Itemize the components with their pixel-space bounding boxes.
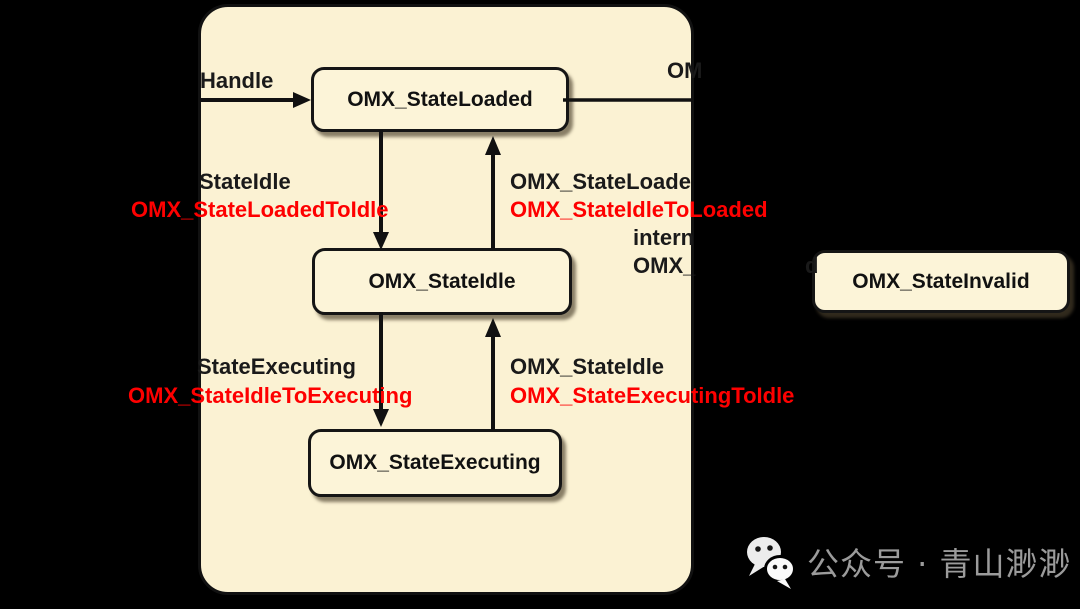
- state-label-loaded: OMX_StateLoaded: [347, 87, 533, 111]
- label-cmd-state-idle-return: OMX_StateIdle: [510, 354, 665, 379]
- label-internal-clipped-line1: intern: [633, 225, 695, 250]
- label-transition-idle-to-loaded: OMX_StateIdleToLoaded: [510, 197, 768, 222]
- state-label-executing: OMX_StateExecuting: [329, 451, 541, 474]
- wechat-icon: [747, 537, 796, 589]
- label-cmd-state-executing: StateExecuting: [197, 354, 356, 379]
- label-loaded-out-clipped: OM: [667, 58, 703, 83]
- label-cmd-state-loaded-clipped: OMX_StateLoade: [510, 169, 691, 194]
- watermark-text: 公众号 · 青山渺渺: [807, 545, 1072, 583]
- state-label-idle: OMX_StateIdle: [368, 269, 516, 293]
- label-transition-idle-to-executing: OMX_StateIdleToExecuting: [128, 383, 413, 408]
- label-cmd-state-idle: StateIdle: [199, 169, 291, 194]
- state-box-loaded: OMX_StateLoaded: [311, 67, 569, 132]
- label-internal-clipped-tail: d: [805, 253, 819, 278]
- label-internal-clipped-line2: OMX_: [633, 253, 696, 278]
- label-transition-executing-to-idle: OMX_StateExecutingToIdle: [510, 383, 795, 408]
- state-label-invalid: OMX_StateInvalid: [852, 269, 1030, 293]
- watermark: 公众号 · 青山渺渺: [745, 534, 1072, 590]
- state-box-executing: OMX_StateExecuting: [308, 429, 562, 497]
- label-transition-loaded-to-idle: OMX_StateLoadedToIdle: [131, 197, 389, 222]
- state-box-invalid: OMX_StateInvalid: [812, 250, 1070, 313]
- state-box-idle: OMX_StateIdle: [312, 248, 572, 315]
- label-handle: Handle: [200, 68, 274, 93]
